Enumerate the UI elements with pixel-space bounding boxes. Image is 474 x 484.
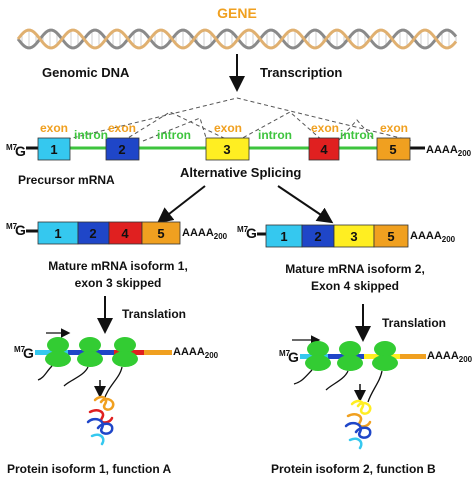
splice-arrow-right: [277, 185, 334, 224]
translating-mrna-1: M7 G AAAA200: [14, 328, 219, 401]
translating-tail-2: AAAA200: [427, 350, 473, 364]
isoform-2-title: Mature mRNA isoform 2,: [285, 262, 425, 276]
splice-lines: [59, 97, 414, 142]
iso1-exon-1-num: 1: [54, 226, 61, 241]
exon-5-num: 5: [389, 142, 396, 157]
exon-5-box: [376, 137, 411, 161]
intron-label-2: intron: [157, 128, 191, 142]
protein-1-icon: [86, 395, 115, 446]
translation-label-1: Translation: [122, 307, 186, 321]
exon-4-box: [308, 137, 340, 161]
ribosome-icon: [79, 337, 101, 353]
cap-g: G: [288, 349, 299, 365]
translation-label-2: Translation: [382, 316, 446, 330]
splice-arrow-left: [156, 185, 206, 224]
iso2-exon-3-num: 3: [350, 229, 357, 244]
precursor-mrna-label: Precursor mRNA: [18, 173, 115, 187]
iso1-exon-4-num: 4: [121, 226, 129, 241]
transcription-label: Transcription: [260, 65, 342, 80]
ribosome-icon: [374, 341, 396, 357]
iso2-exon-5-num: 5: [387, 229, 394, 244]
cap-label: M7: [237, 225, 249, 234]
mature-isoform-2: M7 G 1 2 3 5 AAAA200: [237, 224, 456, 248]
ribosome-icon: [47, 337, 69, 353]
translating-mrna-2: M7 G AAAA200: [279, 335, 473, 403]
precursor-mrna: M7 G 1 2 3 4 5 AAAA200 exon exon exon ex…: [6, 121, 472, 161]
cap-g: G: [23, 345, 34, 361]
exon-label-5: exon: [380, 121, 408, 135]
iso2-exon-2-num: 2: [314, 229, 321, 244]
cap-g: G: [246, 225, 257, 241]
ribosome-icon: [77, 351, 103, 367]
cap-label: M7: [14, 345, 26, 354]
gene-title: GENE: [217, 5, 257, 21]
translating-tail-1: AAAA200: [173, 346, 219, 360]
ribosome-icon: [337, 355, 363, 371]
ribosome-icon: [372, 355, 398, 371]
protein-1-label: Protein isoform 1, function A: [7, 462, 172, 476]
ribosome-icon: [112, 351, 138, 367]
iso1-exon-5-num: 5: [157, 226, 164, 241]
cap-label: M7: [6, 222, 18, 231]
ribosome-icon: [339, 341, 361, 357]
cap-label: M7: [6, 143, 18, 152]
dna-helix-icon: [16, 28, 458, 50]
intron-label-3: intron: [258, 128, 292, 142]
iso2-exon-1-num: 1: [280, 229, 287, 244]
iso1-tail: AAAA200: [182, 227, 228, 241]
cap-g: G: [15, 222, 26, 238]
mature-isoform-1: M7 G 1 2 4 5 AAAA200: [6, 221, 228, 245]
exon-label-2: exon: [108, 121, 136, 135]
iso2-exon-5: [373, 224, 409, 248]
alternative-splicing-label: Alternative Splicing: [180, 165, 301, 180]
ribosome-icon: [307, 341, 329, 357]
exon-2-num: 2: [118, 142, 125, 157]
precursor-tail: AAAA200: [426, 144, 472, 158]
exon-label-4: exon: [311, 121, 339, 135]
exon-1-num: 1: [50, 142, 57, 157]
protein-2-label: Protein isoform 2, function B: [271, 462, 436, 476]
isoform-2-subtitle: Exon 4 skipped: [311, 279, 399, 293]
cap-label: M7: [279, 349, 291, 358]
exon-3-box: [205, 137, 250, 161]
isoform-1-subtitle: exon 3 skipped: [75, 276, 162, 290]
ribosome-icon: [305, 355, 331, 371]
genomic-dna-label: Genomic DNA: [42, 65, 130, 80]
ribosome-icon: [114, 337, 136, 353]
isoform-1-title: Mature mRNA isoform 1,: [48, 259, 188, 273]
exon-label-3: exon: [214, 121, 242, 135]
exon-1-box: [37, 137, 71, 161]
iso1-exon-5: [141, 221, 181, 245]
exon-label-1: exon: [40, 121, 68, 135]
exon-3-num: 3: [223, 142, 230, 157]
intron-label-4: intron: [340, 128, 374, 142]
iso1-exon-2-num: 2: [89, 226, 96, 241]
cap-g: G: [15, 143, 26, 159]
exon-4-num: 4: [320, 142, 328, 157]
iso2-tail: AAAA200: [410, 230, 456, 244]
ribosome-icon: [45, 351, 71, 367]
exon-2-box: [105, 137, 140, 161]
intron-label-1: intron: [74, 128, 108, 142]
protein-2-icon: [344, 399, 372, 450]
